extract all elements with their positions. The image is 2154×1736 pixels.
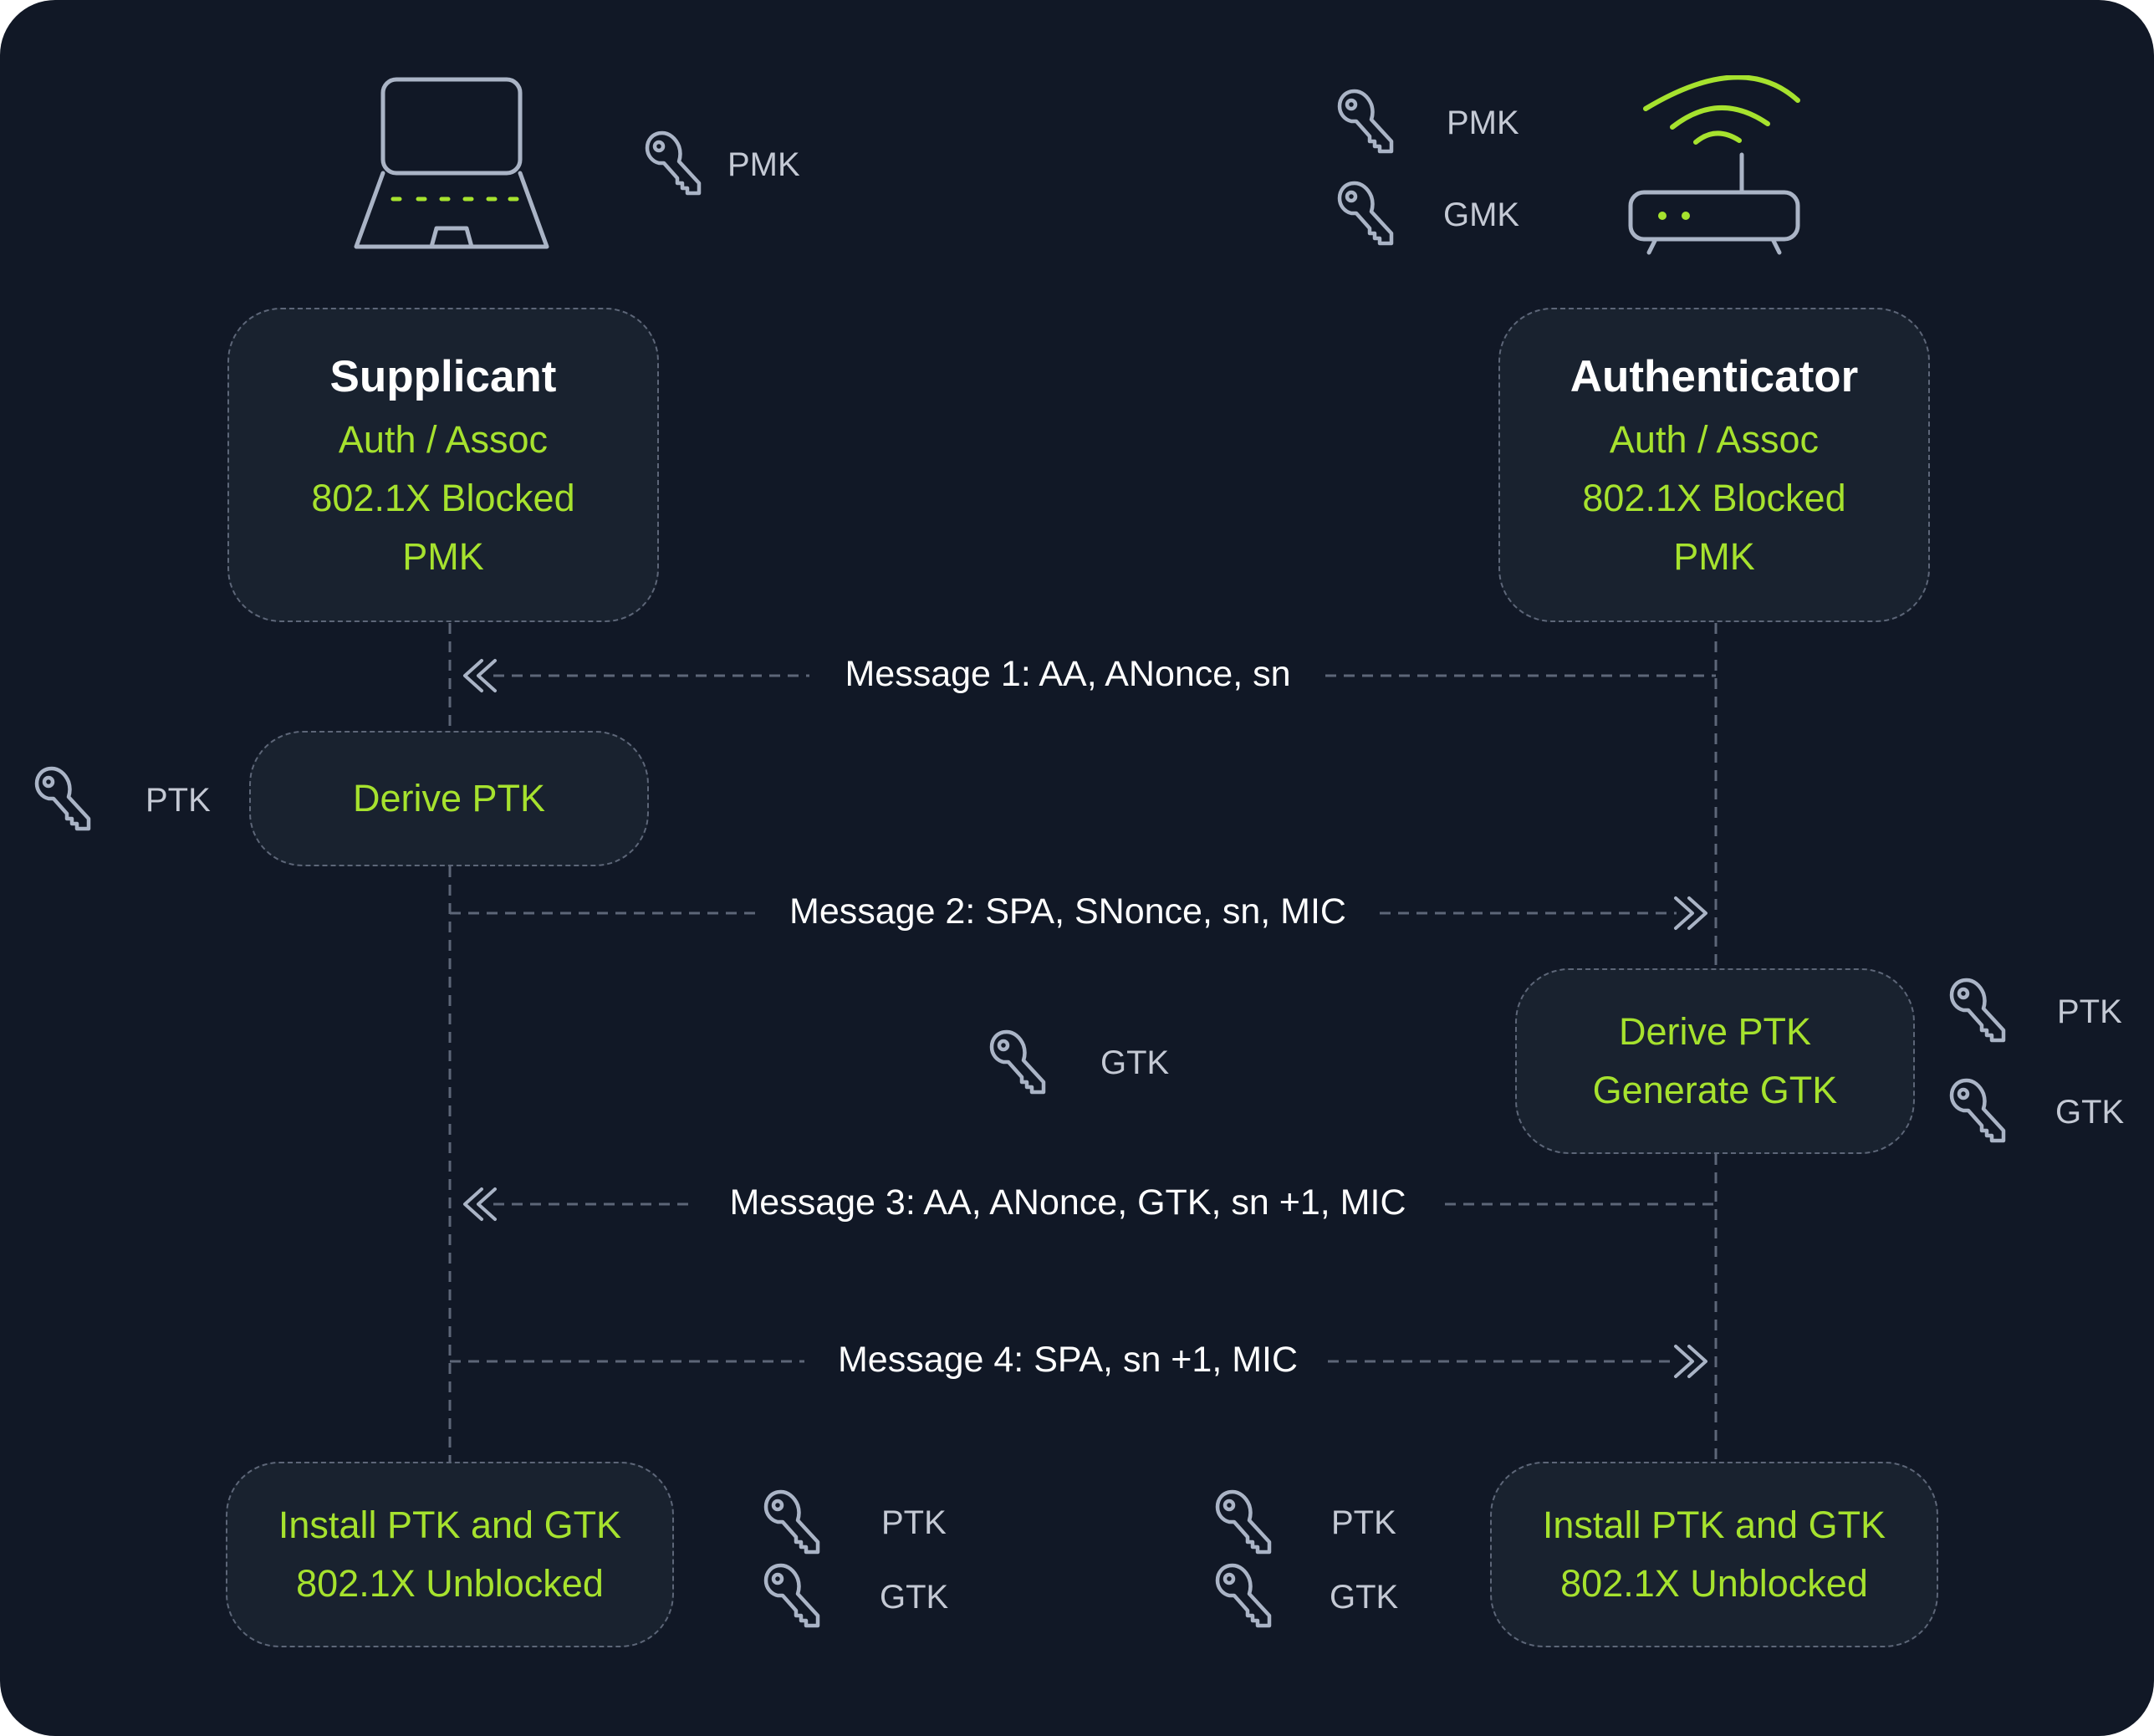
- supplicant-install-ptk-label: PTK: [881, 1504, 947, 1541]
- authenticator-title: Authenticator: [1570, 352, 1859, 401]
- message-4-arrowhead-icon: [1674, 1345, 1707, 1378]
- authenticator-install-line: Install PTK and GTK: [1542, 1504, 1886, 1546]
- message-4-label: Message 4: SPA, sn +1, MIC: [837, 1340, 1299, 1380]
- laptop-icon: [354, 77, 549, 249]
- supplicant-install-line: 802.1X Unblocked: [296, 1562, 604, 1605]
- message-2-arrowhead-icon: [1674, 896, 1707, 930]
- wifi-router-icon: [1628, 75, 1800, 255]
- authenticator-install-box: Install PTK and GTK 802.1X Unblocked: [1490, 1462, 1938, 1647]
- authenticator-install-ptk-label: PTK: [1331, 1504, 1396, 1541]
- authenticator-derive-box: Derive PTK Generate GTK: [1515, 968, 1915, 1154]
- key-icon: [1948, 977, 2015, 1044]
- authenticator-pmk-label: PMK: [1447, 105, 1519, 141]
- supplicant-derive-box: Derive PTK: [249, 731, 649, 866]
- authenticator-box: Authenticator Auth / Assoc 802.1X Blocke…: [1498, 308, 1930, 622]
- authenticator-gtk-label: GTK: [2055, 1094, 2125, 1131]
- key-icon: [763, 1562, 829, 1629]
- supplicant-title: Supplicant: [329, 352, 557, 401]
- authenticator-state-line: Auth / Assoc: [1609, 418, 1820, 461]
- key-icon: [1948, 1077, 2015, 1144]
- supplicant-derive-line: Derive PTK: [352, 777, 546, 819]
- key-icon: [33, 765, 100, 832]
- key-icon: [1214, 1488, 1281, 1555]
- authenticator-install-gtk-label: GTK: [1330, 1579, 1399, 1616]
- message-1-label: Message 1: AA, ANonce, sn: [845, 654, 1291, 694]
- supplicant-install-line: Install PTK and GTK: [278, 1504, 622, 1546]
- key-icon: [763, 1488, 829, 1555]
- gtk-in-transit-label: GTK: [1100, 1044, 1170, 1081]
- authenticator-derive-line: Derive PTK: [1618, 1010, 1812, 1053]
- authenticator-ptk-label: PTK: [2057, 993, 2122, 1030]
- key-icon: [1336, 180, 1403, 247]
- authenticator-state-line: PMK: [1673, 535, 1755, 578]
- supplicant-state-line: Auth / Assoc: [338, 418, 549, 461]
- supplicant-ptk-label: PTK: [145, 782, 211, 819]
- supplicant-pmk-label: PMK: [727, 146, 800, 183]
- supplicant-install-gtk-label: GTK: [880, 1579, 949, 1616]
- message-2-label: Message 2: SPA, SNonce, sn, MIC: [789, 891, 1346, 932]
- key-icon: [1214, 1562, 1281, 1629]
- authenticator-derive-line: Generate GTK: [1592, 1069, 1838, 1111]
- supplicant-box: Supplicant Auth / Assoc 802.1X Blocked P…: [227, 308, 659, 622]
- key-icon: [988, 1029, 1055, 1095]
- supplicant-state-line: PMK: [402, 535, 484, 578]
- supplicant-state-line: 802.1X Blocked: [311, 477, 575, 519]
- key-icon: [1336, 88, 1403, 155]
- authenticator-gmk-label: GMK: [1443, 197, 1520, 233]
- authenticator-state-line: 802.1X Blocked: [1582, 477, 1846, 519]
- supplicant-install-box: Install PTK and GTK 802.1X Unblocked: [226, 1462, 674, 1647]
- authenticator-install-line: 802.1X Unblocked: [1560, 1562, 1868, 1605]
- message-3-label: Message 3: AA, ANonce, GTK, sn +1, MIC: [729, 1182, 1406, 1223]
- message-1-arrowhead-icon: [463, 659, 497, 692]
- key-icon: [644, 130, 711, 197]
- message-3-arrowhead-icon: [463, 1187, 497, 1221]
